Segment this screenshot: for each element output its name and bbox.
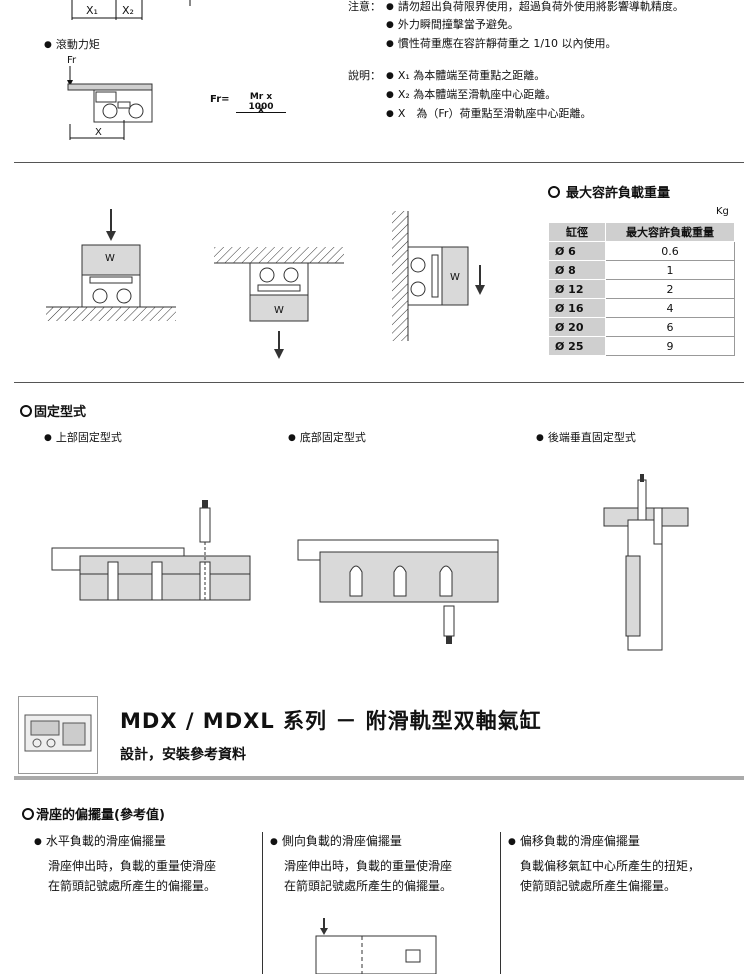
deflection-heading-3: 偏移負載的滑座偏擺量 <box>508 833 640 851</box>
deflection-diagram <box>315 918 437 974</box>
weight-label-3: W <box>450 272 460 283</box>
product-thumbnail <box>18 696 98 774</box>
deflection-text-3b: 使箭頭記號處所產生偏擺量。 <box>520 879 677 893</box>
x2-label: X₂ <box>122 4 134 17</box>
caution-item-2: 外力瞬間撞擊當予避免。 <box>386 18 519 33</box>
formula-numerator: Mr x 1000 <box>236 92 286 113</box>
load-section-title: 最大容許負載重量 <box>548 182 670 201</box>
table-header-row: 缸徑 最大容許負載重量 <box>548 222 735 242</box>
deflection-heading-1: 水平負載的滑座偏擺量 <box>34 833 166 851</box>
section-ring-icon <box>20 405 32 417</box>
banner-title: MDX / MDXL 系列 － 附滑軌型双軸氣缸 <box>120 709 542 733</box>
deflection-text-3a: 負載偏移氣缸中心所產生的扭矩， <box>520 859 701 873</box>
banner-subtitle: 設計，安裝參考資料 <box>120 747 246 763</box>
load-diagrams <box>46 209 485 359</box>
explain-label: 說明： <box>348 69 381 82</box>
rolling-moment-label: 滾動力矩 <box>44 38 100 53</box>
weight-label-1: W <box>105 253 115 264</box>
weight-label-2: W <box>274 305 284 316</box>
mount-item-rear: 後端垂直固定型式 <box>536 431 636 446</box>
mount-item-bottom: 底部固定型式 <box>288 431 366 446</box>
section-ring-icon <box>548 186 560 198</box>
header-load: 最大容許負載重量 <box>605 222 735 242</box>
explain-item-3: X 為（Fr）荷重點至滑軌座中心距離。 <box>386 107 592 122</box>
deflection-heading-2: 側向負載的滑座偏擺量 <box>270 833 402 851</box>
mount-section-title: 固定型式 <box>20 401 86 420</box>
x-dim-label: X <box>95 127 102 138</box>
product-image <box>24 714 92 752</box>
mount-item-top: 上部固定型式 <box>44 431 122 446</box>
column-divider-2 <box>500 832 501 974</box>
formula-lhs: Fr= <box>210 94 230 105</box>
header-bore: 缸徑 <box>548 222 606 242</box>
section-ring-icon <box>22 808 34 820</box>
formula-denominator: X <box>257 106 265 116</box>
deflection-text-2a: 滑座伸出時，負載的重量使滑座 <box>284 859 453 873</box>
column-divider-1 <box>262 832 263 974</box>
fr-label: Fr <box>67 55 77 66</box>
deflection-text-1a: 滑座伸出時，負載的重量使滑座 <box>48 859 217 873</box>
explain-item-2: X₂ 為本體端至滑軌座中心距離。 <box>386 88 556 103</box>
load-unit: Kg <box>716 206 729 217</box>
caution-label: 注意： <box>348 0 381 13</box>
divider-2 <box>14 382 744 383</box>
deflection-text-1b: 在箭頭記號處所產生的偏擺量。 <box>48 879 217 893</box>
deflection-title: 滑座的偏擺量(參考值) <box>22 804 165 823</box>
series-banner <box>14 692 744 780</box>
caution-item-1: 請勿超出負荷限界使用，超過負荷外使用將影響導軌精度。 <box>386 0 684 15</box>
mount-diagrams <box>51 474 689 651</box>
caution-item-3: 慣性荷重應在容許靜荷重之 1/10 以內使用。 <box>386 37 617 52</box>
x1-label: X₁ <box>86 4 98 17</box>
explain-item-1: X₁ 為本體端至荷重點之距離。 <box>386 69 545 84</box>
deflection-text-2b: 在箭頭記號處所產生的偏擺量。 <box>284 879 453 893</box>
divider-1 <box>14 162 744 163</box>
top-left-diagrams <box>67 0 191 140</box>
